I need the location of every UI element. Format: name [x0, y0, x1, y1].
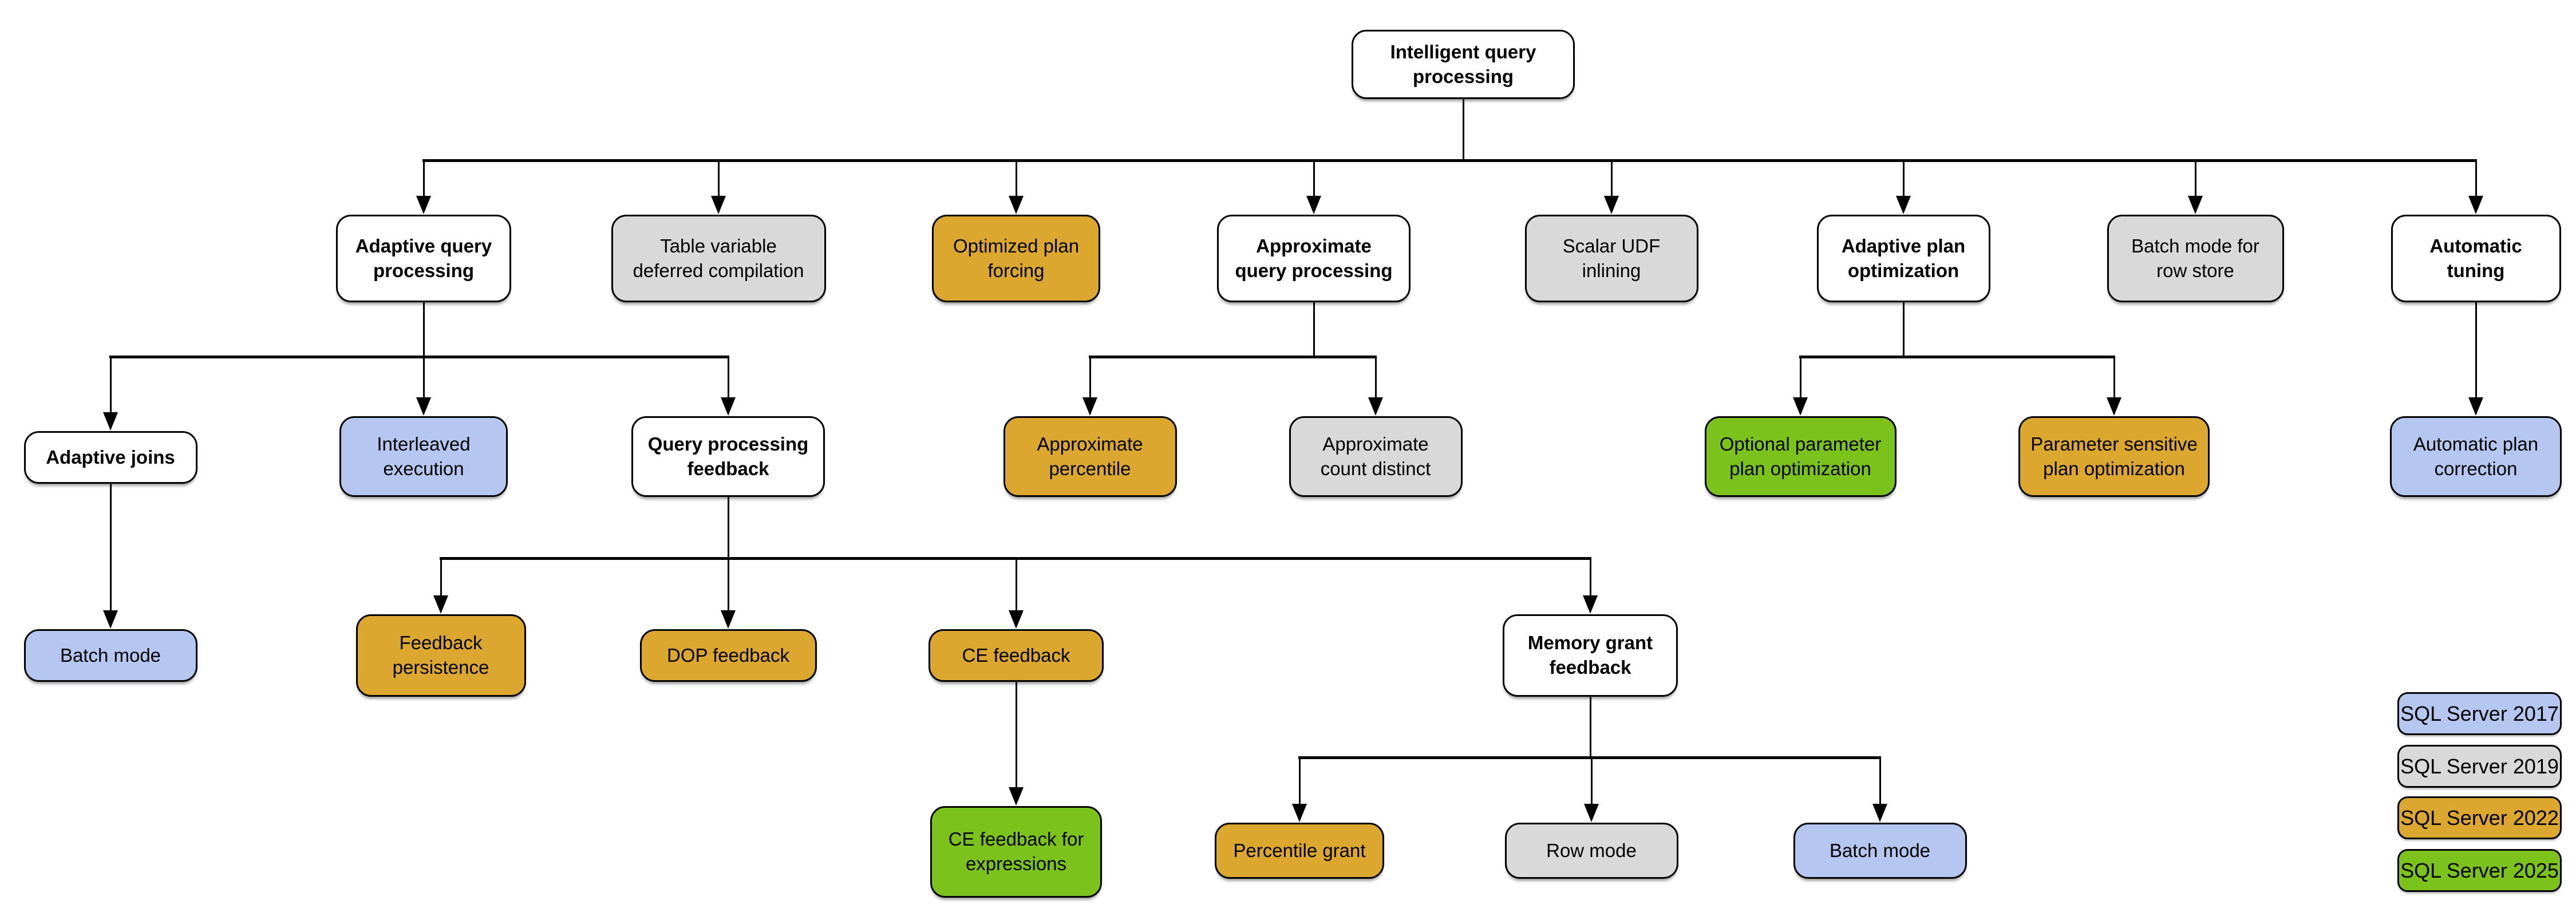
connector-line-horizontal [422, 159, 2477, 162]
connector-line-vertical [727, 357, 729, 400]
node-sui: Scalar UDF inlining [1524, 215, 1698, 302]
arrowhead-down-icon [1584, 804, 1599, 822]
node-at: Automatic tuning [2391, 215, 2561, 302]
connector-line-vertical [727, 497, 729, 558]
connector-line-vertical [1879, 757, 1881, 807]
connector-line-vertical [1462, 99, 1464, 160]
connector-line-horizontal [109, 355, 729, 358]
connector-line-vertical [1799, 357, 1801, 400]
connector-line-vertical [1313, 160, 1315, 199]
connector-line-vertical [422, 160, 425, 199]
connector-line-vertical [1374, 357, 1377, 400]
connector-line-vertical [1313, 302, 1315, 357]
arrowhead-down-icon [1009, 787, 1024, 806]
connector-line-vertical [1610, 160, 1613, 199]
node-bm2: Batch mode [1793, 823, 1967, 879]
node-bm: Batch mode [23, 629, 197, 682]
arrowhead-down-icon [1306, 196, 1321, 214]
connector-line-vertical [1902, 160, 1905, 199]
node-cef: CE feedback [929, 629, 1104, 682]
connector-line-vertical [2475, 160, 2477, 199]
arrowhead-down-icon [416, 196, 431, 214]
connector-line-vertical [727, 558, 729, 613]
node-oppo: Optional parameter plan optimization [1704, 416, 1897, 497]
arrowhead-down-icon [1292, 804, 1307, 822]
arrowhead-down-icon [2188, 196, 2203, 214]
connector-line-vertical [1015, 558, 1017, 613]
node-pspo: Parameter sensitive plan optimization [2018, 416, 2210, 497]
arrowhead-down-icon [1082, 397, 1097, 416]
arrowhead-down-icon [1793, 397, 1808, 416]
arrowhead-down-icon [1872, 804, 1887, 822]
node-qpf: Query processing feedback [631, 416, 825, 497]
connector-line-vertical [2113, 357, 2115, 400]
node-cefe: CE feedback for expressions [930, 806, 1102, 898]
arrowhead-down-icon [2468, 196, 2483, 214]
node-apc: Automatic plan correction [2390, 416, 2562, 497]
connector-line-vertical [1015, 682, 1017, 790]
connector-line-vertical [1298, 757, 1301, 807]
arrowhead-down-icon [711, 196, 726, 214]
connector-line-vertical [2194, 160, 2196, 199]
arrowhead-down-icon [721, 397, 736, 416]
node-aqp: Adaptive query processing [336, 215, 511, 302]
node-apo: Adaptive plan optimization [1816, 215, 1990, 302]
node-ap: Approximate percentile [1003, 416, 1177, 497]
connector-line-vertical [422, 302, 425, 357]
connector-line-vertical [1089, 357, 1091, 400]
legend-item-2025: SQL Server 2025 [2397, 849, 2562, 892]
arrowhead-down-icon [1368, 397, 1383, 416]
connector-line-vertical [1589, 558, 1591, 598]
arrowhead-down-icon [1896, 196, 1911, 214]
legend-item-2017: SQL Server 2017 [2397, 692, 2562, 735]
arrowhead-down-icon [1009, 610, 1024, 629]
node-acd: Approximate count distinct [1289, 416, 1463, 497]
connector-line-vertical [109, 357, 112, 415]
connector-line-vertical [422, 357, 425, 400]
connector-line-vertical [1590, 757, 1593, 807]
connector-line-vertical [1015, 160, 1017, 199]
node-iqp: Intelligent query processing [1352, 30, 1575, 99]
node-ie: Interleaved execution [339, 416, 508, 497]
arrowhead-down-icon [103, 412, 118, 431]
node-axqp: Approximate query processing [1217, 215, 1411, 302]
node-pg: Percentile grant [1215, 823, 1384, 879]
node-mgf: Memory grant feedback [1503, 614, 1678, 697]
node-rm: Row mode [1504, 823, 1678, 879]
node-tvdc: Table variable deferred compilation [611, 215, 826, 302]
arrowhead-down-icon [416, 397, 431, 416]
arrowhead-down-icon [2468, 397, 2483, 416]
node-dopf: DOP feedback [639, 629, 817, 682]
arrowhead-down-icon [721, 610, 736, 629]
arrowhead-down-icon [1604, 196, 1619, 214]
connector-line-vertical [1902, 302, 1905, 357]
connector-line-vertical [2475, 302, 2477, 400]
connector-line-horizontal [1298, 756, 1881, 759]
connector-line-vertical [1589, 697, 1591, 757]
node-aj: Adaptive joins [23, 431, 197, 484]
legend-item-2022: SQL Server 2022 [2397, 796, 2562, 839]
arrowhead-down-icon [103, 610, 118, 629]
connector-line-horizontal [1799, 355, 2115, 358]
node-bmrs: Batch mode for row store [2107, 215, 2284, 302]
legend-item-2019: SQL Server 2019 [2397, 745, 2562, 788]
connector-line-vertical [109, 484, 112, 613]
node-fp: Feedback persistence [355, 614, 526, 697]
node-opf: Optimized plan forcing [932, 215, 1100, 302]
connector-line-vertical [440, 558, 442, 598]
connector-line-vertical [717, 160, 720, 199]
arrowhead-down-icon [1583, 595, 1598, 614]
connector-line-horizontal [1089, 355, 1377, 358]
arrowhead-down-icon [433, 595, 448, 614]
arrowhead-down-icon [1009, 196, 1024, 214]
arrowhead-down-icon [2107, 397, 2121, 416]
